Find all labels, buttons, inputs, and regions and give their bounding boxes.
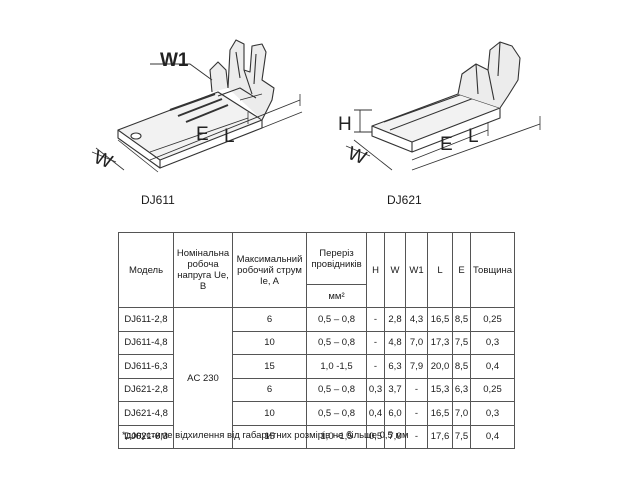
w1-callout: W1 bbox=[160, 50, 189, 71]
cell-l: 17,6 bbox=[427, 424, 453, 449]
cell-model: DJ621-2,8 bbox=[118, 377, 174, 402]
cell-thickness: 0,25 bbox=[470, 377, 515, 402]
cell-h: 0,4 bbox=[366, 401, 385, 426]
cell-w1: 4,3 bbox=[405, 307, 428, 332]
terminal-drawings: W1 E L W H E L W bbox=[91, 39, 541, 173]
table-row: DJ611-6,3 15 1,0 -1,5 - 6,3 7,9 20,0 8,5… bbox=[118, 354, 515, 379]
cell-current: 15 bbox=[232, 424, 307, 449]
dj621-caption: DJ621 bbox=[387, 193, 422, 207]
header-voltage: Номінальна робоча напруга Ue, В bbox=[173, 232, 233, 308]
cell-w1: 7,9 bbox=[405, 354, 428, 379]
cell-w: 2,8 bbox=[384, 307, 406, 332]
dj621-drawing bbox=[345, 41, 541, 171]
header-w: W bbox=[384, 232, 406, 308]
cell-model: DJ611-4,8 bbox=[118, 330, 174, 355]
cell-h: - bbox=[366, 307, 385, 332]
header-h: H bbox=[366, 232, 385, 308]
h-callout: H bbox=[338, 114, 352, 135]
cell-h: - bbox=[366, 354, 385, 379]
cell-l: 16,5 bbox=[427, 307, 453, 332]
cell-section: 0,5 – 0,8 bbox=[306, 377, 367, 402]
cell-h: - bbox=[366, 330, 385, 355]
cell-l: 20,0 bbox=[427, 354, 453, 379]
specifications-table: Модель Номінальна робоча напруга Ue, В М… bbox=[118, 232, 515, 449]
l-callout-right: L bbox=[468, 126, 479, 147]
header-thickness: Товщина bbox=[470, 232, 515, 308]
cell-thickness: 0,4 bbox=[470, 424, 515, 449]
cell-w: 6,3 bbox=[384, 354, 406, 379]
cell-w1: 7,0 bbox=[405, 330, 428, 355]
cell-section: 0,5 – 0,8 bbox=[306, 307, 367, 332]
cell-thickness: 0,3 bbox=[470, 401, 515, 426]
header-model: Модель bbox=[118, 232, 174, 308]
cell-current: 10 bbox=[232, 330, 307, 355]
cell-thickness: 0,3 bbox=[470, 330, 515, 355]
cell-h: 0,3 bbox=[366, 377, 385, 402]
header-section: Переріз провідників bbox=[306, 232, 367, 285]
table-row: DJ621-2,8 6 0,5 – 0,8 0,3 3,7 - 15,3 6,3… bbox=[118, 377, 515, 402]
cell-l: 17,3 bbox=[427, 330, 453, 355]
cell-section: 0,5 – 0,8 bbox=[306, 401, 367, 426]
l-callout-left: L bbox=[224, 126, 235, 147]
footnote: *допустиме відхилення від габаритних роз… bbox=[122, 430, 409, 441]
cell-e: 8,5 bbox=[452, 354, 471, 379]
cell-section: 1,0 -1,5 bbox=[306, 424, 367, 449]
table-row: DJ611-4,8 10 0,5 – 0,8 - 4,8 7,0 17,3 7,… bbox=[118, 330, 515, 355]
cell-e: 7,5 bbox=[452, 330, 471, 355]
cell-e: 8,5 bbox=[452, 307, 471, 332]
cell-l: 15,3 bbox=[427, 377, 453, 402]
cell-w: 3,7 bbox=[384, 377, 406, 402]
cell-thickness: 0,4 bbox=[470, 354, 515, 379]
header-w1: W1 bbox=[405, 232, 428, 308]
cell-current: 10 bbox=[232, 401, 307, 426]
header-e: E bbox=[452, 232, 471, 308]
cell-current: 15 bbox=[232, 354, 307, 379]
cell-w1: - bbox=[405, 377, 428, 402]
cell-section: 0,5 – 0,8 bbox=[306, 330, 367, 355]
cell-w: 6,0 bbox=[384, 401, 406, 426]
header-row: Модель Номінальна робоча напруга Ue, В М… bbox=[118, 232, 515, 308]
cell-current: 6 bbox=[232, 307, 307, 332]
cell-e: 7,0 bbox=[452, 401, 471, 426]
cell-voltage: AC 230 bbox=[173, 307, 233, 449]
dj611-drawing bbox=[91, 39, 303, 173]
e-callout-right: E bbox=[440, 134, 453, 155]
cell-model: DJ611-6,3 bbox=[118, 354, 174, 379]
table-row: DJ621-4,8 10 0,5 – 0,8 0,4 6,0 - 16,5 7,… bbox=[118, 401, 515, 426]
units-row: мм² bbox=[119, 284, 515, 308]
e-callout-left: E bbox=[196, 124, 209, 145]
cell-w1: - bbox=[405, 424, 428, 449]
cell-l: 16,5 bbox=[427, 401, 453, 426]
header-current: Максимальний робочий струм Ie, A bbox=[232, 232, 307, 308]
cell-current: 6 bbox=[232, 377, 307, 402]
cell-model: DJ621-4,8 bbox=[118, 401, 174, 426]
header-l: L bbox=[427, 232, 453, 308]
cell-w: 4,8 bbox=[384, 330, 406, 355]
cell-e: 7,5 bbox=[452, 424, 471, 449]
cell-section: 1,0 -1,5 bbox=[306, 354, 367, 379]
cell-model: DJ611-2,8 bbox=[118, 307, 174, 332]
dj611-caption: DJ611 bbox=[141, 193, 175, 207]
w-callout-left: W bbox=[91, 147, 116, 173]
cell-thickness: 0,25 bbox=[470, 307, 515, 332]
cell-e: 6,3 bbox=[452, 377, 471, 402]
cell-w1: - bbox=[405, 401, 428, 426]
cell-model: DJ621-6,3 bbox=[118, 424, 174, 449]
unit-section: мм² bbox=[306, 284, 367, 308]
table-row: DJ611-2,8 AC 230 6 0,5 – 0,8 - 2,8 4,3 1… bbox=[118, 307, 515, 449]
table-row: DJ621-6,3 15 1,0 -1,5 0,5 7,0 - 17,6 7,5… bbox=[118, 424, 515, 449]
